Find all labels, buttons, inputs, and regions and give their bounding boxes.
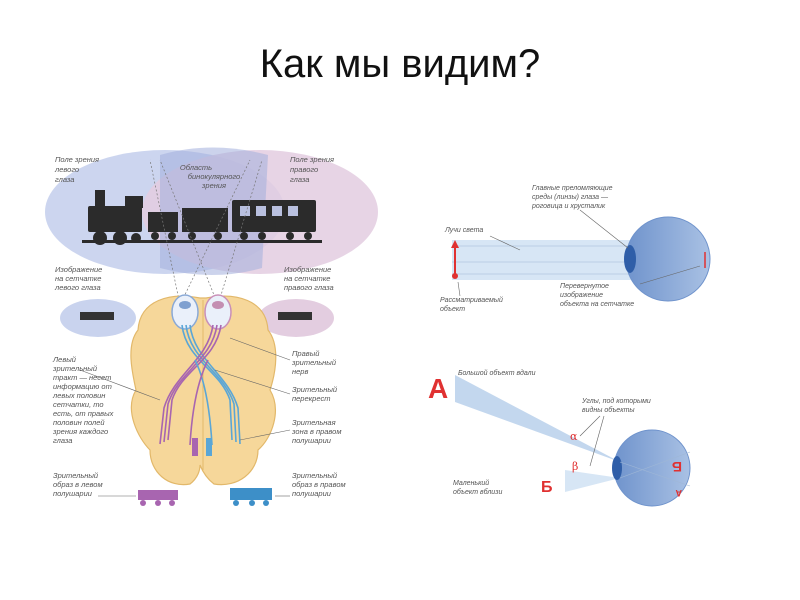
inverted-letter-small: А bbox=[675, 488, 682, 498]
near-object-beam bbox=[565, 470, 620, 492]
label-rays: Лучи света bbox=[444, 227, 483, 234]
right-eye bbox=[204, 294, 232, 330]
label-left-tract: Левый зрительный тракт — несет информаци… bbox=[52, 355, 115, 445]
far-object-beam bbox=[455, 375, 620, 462]
light-rays bbox=[452, 240, 632, 280]
left-eye bbox=[171, 294, 199, 330]
page-title: Как мы видим? bbox=[259, 42, 541, 86]
angle-beta: β bbox=[572, 460, 578, 473]
label-big-far: Большой объект вдали bbox=[458, 369, 536, 377]
letter-small-object: Б bbox=[541, 479, 553, 496]
lens bbox=[624, 245, 636, 273]
left-hemisphere-image bbox=[138, 490, 178, 506]
visual-angle-diagram: А Б Б А α β Большой объект вдали Углы, п… bbox=[428, 369, 691, 507]
letter-big-object: А bbox=[428, 373, 448, 404]
right-hemisphere-image bbox=[230, 488, 272, 506]
eyeball bbox=[625, 216, 711, 302]
train-image bbox=[82, 190, 322, 245]
angle-alpha: α bbox=[570, 430, 578, 443]
inverted-letter-big: Б bbox=[672, 459, 682, 475]
